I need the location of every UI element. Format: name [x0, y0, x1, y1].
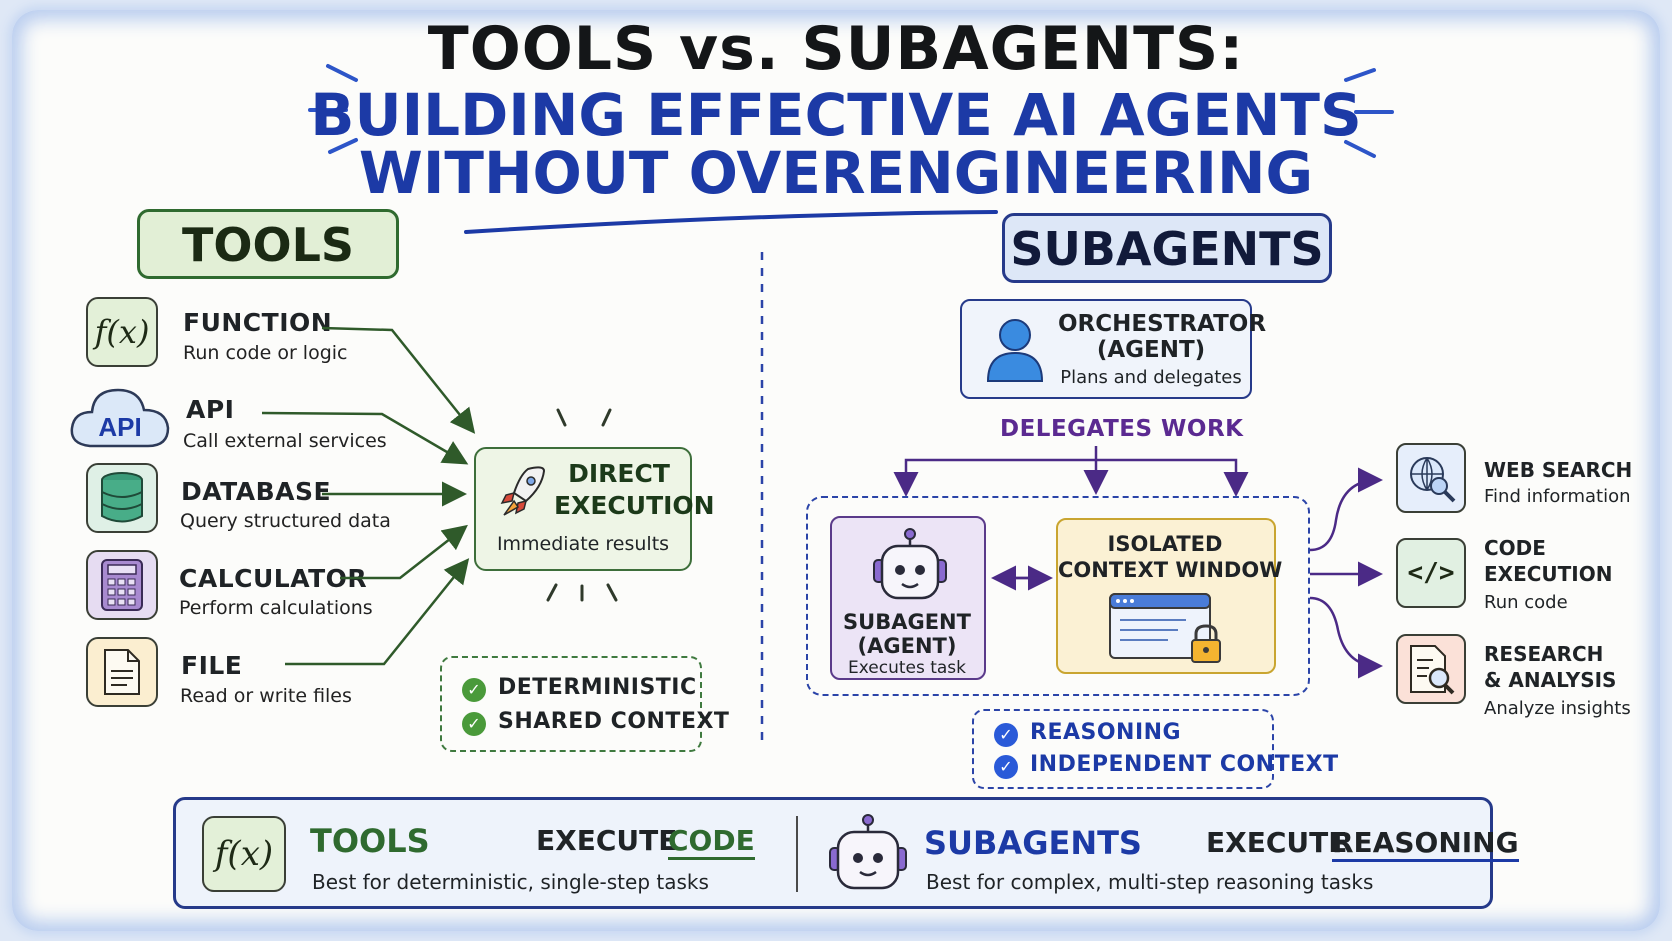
orchestrator-title-1: ORCHESTRATOR — [1058, 311, 1267, 337]
subagent-desc: Executes task — [847, 658, 967, 678]
title-line-2: BUILDING EFFECTIVE AI AGENTS — [310, 81, 1362, 149]
subagent-check-reasoning: REASONING — [1030, 720, 1182, 745]
summary-tools-result-a: EXECUTE — [536, 824, 678, 857]
subagents-heading-box: SUBAGENTS — [1002, 213, 1332, 283]
check-icon: ✓ — [462, 678, 486, 702]
locked-window-icon — [1109, 593, 1221, 663]
orchestrator-title-2: (AGENT) — [1096, 337, 1206, 363]
summary-sub-result-a: EXECUTE — [1206, 826, 1348, 859]
background-frame — [12, 10, 1660, 931]
code-icon: </> — [1396, 538, 1466, 608]
capability-code-2: EXECUTION — [1484, 562, 1613, 586]
subagent-region — [806, 496, 1310, 696]
tool-desc-function: Run code or logic — [183, 342, 348, 364]
check-icon: ✓ — [462, 712, 486, 736]
summary-sub-label: SUBAGENTS — [924, 824, 1142, 862]
function-icon: f(x) — [202, 816, 286, 892]
isolated-title-2: CONTEXT WINDOW — [1058, 558, 1283, 582]
subagent-check-independent-context: INDEPENDENT CONTEXT — [1030, 752, 1339, 777]
capability-research-2: & ANALYSIS — [1484, 668, 1617, 692]
capability-code-desc: Run code — [1484, 592, 1568, 613]
capability-code-1: CODE — [1484, 536, 1546, 560]
summary-divider — [796, 816, 798, 892]
tool-desc-api: Call external services — [183, 430, 387, 452]
robot-icon — [829, 814, 907, 890]
summary-tools-label: TOOLS — [310, 822, 430, 860]
research-icon — [1396, 634, 1466, 704]
capability-research-1: RESEARCH — [1484, 642, 1604, 666]
file-icon — [86, 637, 158, 707]
isolated-title-1: ISOLATED — [1107, 532, 1223, 556]
subagent-checks-box: ✓ REASONING ✓ INDEPENDENT CONTEXT — [972, 709, 1338, 789]
orchestrator-desc: Plans and delegates — [1060, 367, 1242, 388]
tool-desc-database: Query structured data — [180, 510, 391, 532]
tool-label-calculator: CALCULATOR — [179, 564, 368, 593]
subagents-heading: SUBAGENTS — [1010, 222, 1324, 276]
database-icon — [86, 463, 158, 533]
function-icon: f(x) — [86, 297, 158, 367]
capability-web-search-desc: Find information — [1484, 486, 1631, 507]
isolated-context-box: ISOLATED CONTEXT WINDOW — [1056, 518, 1283, 674]
summary-sub-result-b: REASONING — [1332, 826, 1519, 862]
direct-execution-box: DIRECT EXECUTION Immediate results — [474, 447, 715, 571]
rocket-icon — [500, 466, 546, 516]
title-line-3: WITHOUT OVERENGINEERING — [358, 139, 1314, 207]
check-icon: ✓ — [994, 755, 1018, 779]
subagent-box: SUBAGENT (AGENT) Executes task — [830, 516, 986, 680]
tools-checks-box: ✓ DETERMINISTIC ✓ SHARED CONTEXT — [440, 656, 729, 752]
subagent-title-2: (AGENT) — [857, 634, 957, 658]
capability-research-desc: Analyze insights — [1484, 698, 1631, 719]
direct-desc: Immediate results — [496, 533, 670, 555]
svg-text:API: API — [98, 412, 141, 442]
tool-label-function: FUNCTION — [183, 308, 333, 337]
capability-web-search: WEB SEARCH — [1484, 458, 1633, 482]
direct-title-2: EXECUTION — [554, 491, 715, 520]
user-icon — [986, 319, 1044, 382]
orchestrator-box: ORCHESTRATOR (AGENT) Plans and delegates — [960, 299, 1267, 399]
tool-label-file: FILE — [181, 651, 243, 680]
delegates-work-label: DELEGATES WORK — [1000, 416, 1244, 442]
calculator-icon — [86, 550, 158, 620]
summary-tools-result-b: CODE — [668, 824, 755, 860]
tools-check-deterministic: DETERMINISTIC — [498, 675, 697, 700]
tool-label-database: DATABASE — [181, 477, 332, 506]
summary-sub-desc: Best for complex, multi-step reasoning t… — [926, 870, 1374, 894]
tools-check-shared-context: SHARED CONTEXT — [498, 709, 730, 734]
subagent-title-1: SUBAGENT — [843, 610, 971, 634]
tool-desc-calculator: Perform calculations — [179, 597, 373, 619]
summary-tools-desc: Best for deterministic, single-step task… — [312, 870, 709, 894]
web-search-icon — [1396, 443, 1466, 513]
tool-label-api: API — [186, 395, 235, 424]
tools-heading: TOOLS — [181, 218, 355, 272]
direct-title-1: DIRECT — [568, 459, 670, 488]
robot-icon — [873, 528, 947, 600]
tools-heading-box: TOOLS — [137, 209, 399, 279]
tool-desc-file: Read or write files — [180, 685, 352, 707]
title-line-1: TOOLS vs. SUBAGENTS: — [427, 14, 1245, 84]
summary-banner: f(x) TOOLS EXECUTE CODE Best for determi… — [173, 797, 1519, 909]
check-icon: ✓ — [994, 723, 1018, 747]
api-cloud-icon: API — [70, 388, 170, 448]
